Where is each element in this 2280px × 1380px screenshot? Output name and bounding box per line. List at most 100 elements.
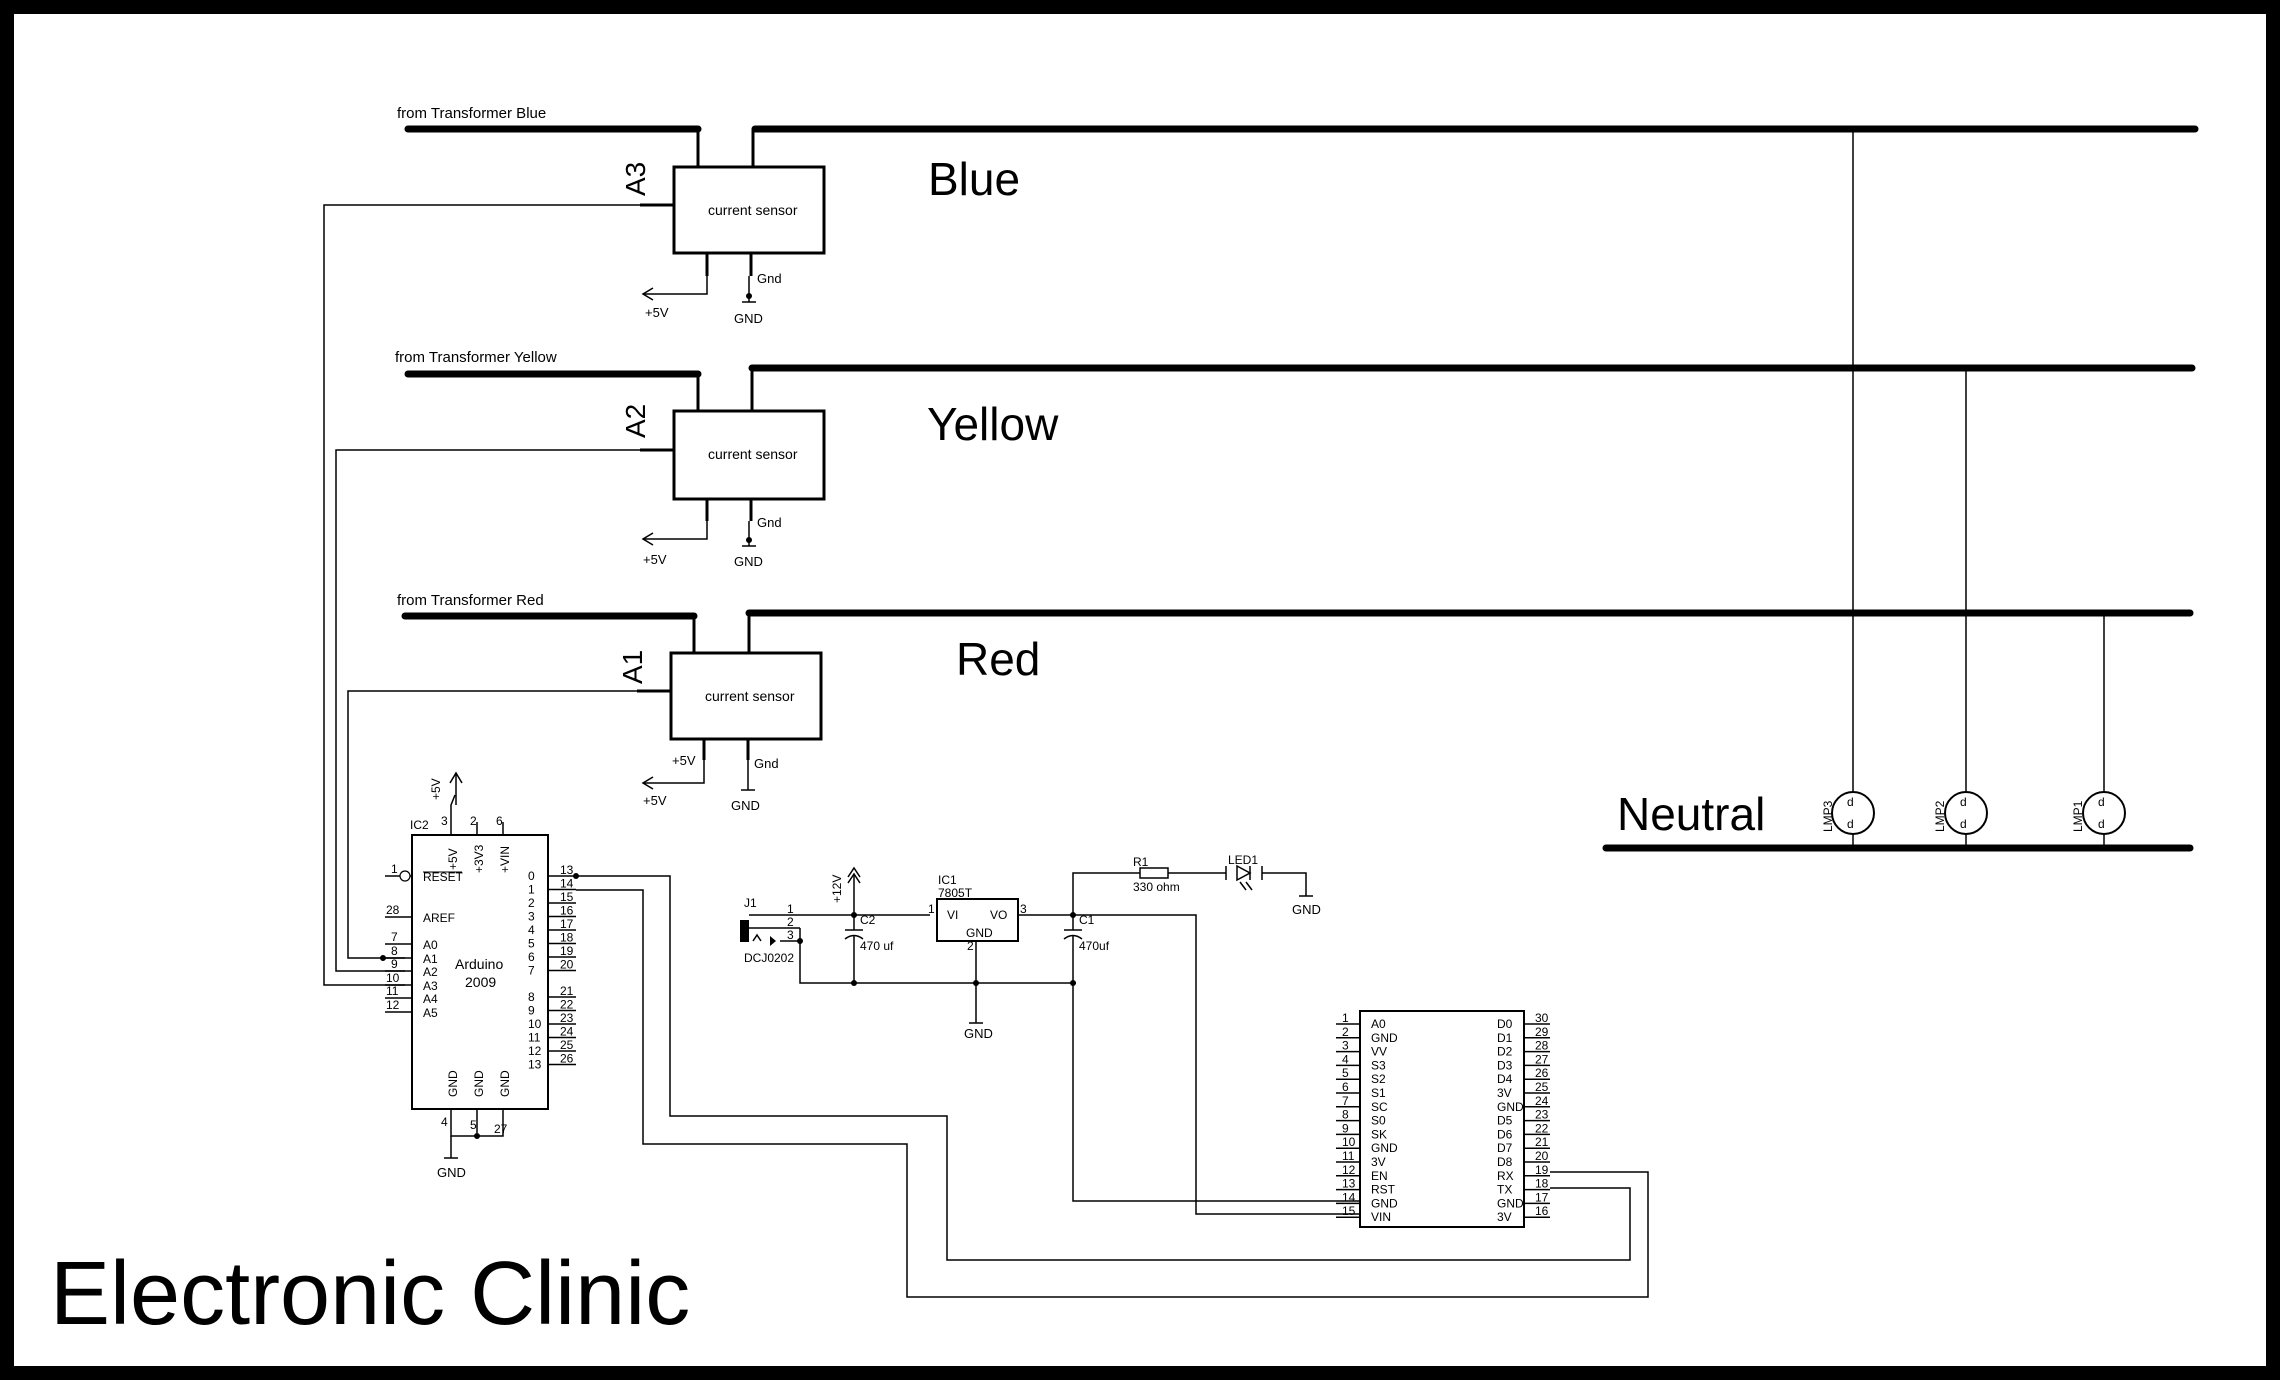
- svg-text:GND: GND: [437, 1165, 466, 1180]
- module-pin-label: RX: [1497, 1169, 1514, 1183]
- svg-text:DCJ0202: DCJ0202: [744, 951, 794, 965]
- svg-text:+5V: +5V: [643, 552, 667, 567]
- svg-text:A1: A1: [423, 952, 438, 966]
- svg-text:5: 5: [470, 1118, 477, 1132]
- neutral-label: Neutral: [1617, 788, 1765, 840]
- svg-text:+5V: +5V: [429, 778, 443, 800]
- svg-text:+12V: +12V: [830, 875, 844, 903]
- svg-text:RESET: RESET: [423, 870, 464, 884]
- module-pin-number: 30: [1535, 1011, 1549, 1025]
- svg-text:d: d: [1960, 817, 1967, 831]
- module-pin-number: 25: [1535, 1080, 1549, 1094]
- module-pin-number: 16: [1535, 1204, 1549, 1218]
- svg-text:AREF: AREF: [423, 911, 455, 925]
- svg-text:A5: A5: [423, 1006, 438, 1020]
- svg-text:C1: C1: [1079, 913, 1095, 927]
- module-pin-label: VV: [1371, 1045, 1387, 1059]
- module-pin-label: RST: [1371, 1183, 1396, 1197]
- arduino-pin-number: 18: [560, 931, 574, 945]
- arduino-pin-number: 24: [560, 1025, 574, 1039]
- module-pin-label: GND: [1497, 1100, 1524, 1114]
- sensor-yellow-pin-label: A2: [620, 404, 651, 438]
- module-pin-number: 1: [1342, 1011, 1349, 1025]
- sensor-signal-wires: [323, 204, 640, 986]
- svg-text:J1: J1: [744, 896, 757, 910]
- module-pin-number: 29: [1535, 1025, 1549, 1039]
- svg-text:27: 27: [494, 1122, 508, 1136]
- arduino-pin-label: 12: [528, 1044, 542, 1058]
- arduino-pin-number: 16: [560, 904, 574, 918]
- module-pin-number: 22: [1535, 1121, 1549, 1135]
- module-pin-number: 8: [1342, 1108, 1349, 1122]
- module-pin-number: 20: [1535, 1149, 1549, 1163]
- svg-text:28: 28: [386, 903, 400, 917]
- svg-text:+5V: +5V: [672, 753, 696, 768]
- current-sensor-yellow: current sensor A2 Gnd +5V GND: [620, 368, 826, 569]
- svg-text:LED1: LED1: [1228, 853, 1258, 867]
- module-pin-number: 14: [1342, 1190, 1356, 1204]
- arduino-pin-number: 21: [560, 984, 574, 998]
- svg-text:GND: GND: [964, 1026, 993, 1041]
- svg-text:7805T: 7805T: [938, 886, 973, 900]
- svg-text:4: 4: [441, 1115, 448, 1129]
- from-transformer-yellow-label: from Transformer Yellow: [395, 349, 557, 366]
- module-pin-number: 19: [1535, 1163, 1549, 1177]
- svg-text:2: 2: [967, 939, 974, 953]
- arduino-pin-number: 26: [560, 1052, 574, 1066]
- module-pin-label: GND: [1497, 1196, 1524, 1210]
- phase-label-red: Red: [956, 633, 1040, 685]
- module-pin-label: D2: [1497, 1045, 1513, 1059]
- module-pin-label: S3: [1371, 1058, 1386, 1072]
- module-pin-label: D7: [1497, 1141, 1513, 1155]
- phase-label-blue: Blue: [928, 153, 1020, 205]
- svg-text:GND: GND: [966, 926, 993, 940]
- module-pin-label: D4: [1497, 1072, 1513, 1086]
- svg-text:1: 1: [391, 862, 398, 876]
- svg-text:+5V: +5V: [643, 793, 667, 808]
- arduino-pin-label: 11: [528, 1031, 541, 1045]
- arduino-pin-number: 25: [560, 1038, 574, 1052]
- arduino-pin-number: 23: [560, 1011, 574, 1025]
- svg-text:3: 3: [441, 814, 448, 828]
- svg-text:LMP1: LMP1: [2071, 800, 2085, 832]
- module-pin-number: 12: [1342, 1163, 1356, 1177]
- lamp-lmp1: d d LMP1: [2071, 791, 2126, 835]
- module-pin-number: 11: [1342, 1149, 1355, 1163]
- module-pin-number: 9: [1342, 1121, 1349, 1135]
- arduino-pin-number: 17: [560, 917, 574, 931]
- arduino-pin-label: 6: [528, 950, 535, 964]
- module-pin-number: 17: [1535, 1190, 1549, 1204]
- arduino-pin-label: 3: [528, 910, 535, 924]
- lamp-lmp2: d d LMP2: [1933, 791, 1988, 835]
- svg-text:470 uf: 470 uf: [860, 939, 894, 953]
- module-pin-number: 21: [1535, 1135, 1549, 1149]
- svg-text:d: d: [1960, 795, 1967, 809]
- module-pin-label: 3V: [1497, 1086, 1512, 1100]
- module-pin-label: 3V: [1497, 1210, 1512, 1224]
- svg-text:GND: GND: [734, 311, 763, 326]
- module-pin-label: D8: [1497, 1155, 1513, 1169]
- arduino-pin-label: 2: [528, 896, 535, 910]
- arduino-pin-label: 5: [528, 937, 535, 951]
- svg-text:12: 12: [386, 998, 400, 1012]
- module-pin-label: D3: [1497, 1058, 1513, 1072]
- svg-text:330 ohm: 330 ohm: [1133, 880, 1180, 894]
- module-pin-label: VIN: [1371, 1210, 1391, 1224]
- module-pin-number: 3: [1342, 1039, 1349, 1053]
- svg-text:GND: GND: [1292, 902, 1321, 917]
- svg-text:+VIN: +VIN: [498, 846, 512, 873]
- arduino-pin-label: 8: [528, 990, 535, 1004]
- svg-text:470uf: 470uf: [1079, 939, 1110, 953]
- module-pin-number: 18: [1535, 1177, 1549, 1191]
- module-pin-label: D0: [1497, 1017, 1513, 1031]
- svg-text:10: 10: [386, 971, 400, 985]
- svg-text:Gnd: Gnd: [754, 756, 779, 771]
- module-pin-number: 23: [1535, 1108, 1549, 1122]
- power-supply: J1 1 2 3 DCJ0202 +12V C2 470 uf IC1 7805…: [740, 853, 1360, 1215]
- svg-text:GND: GND: [734, 554, 763, 569]
- svg-text:VI: VI: [947, 908, 958, 922]
- svg-text:9: 9: [391, 957, 398, 971]
